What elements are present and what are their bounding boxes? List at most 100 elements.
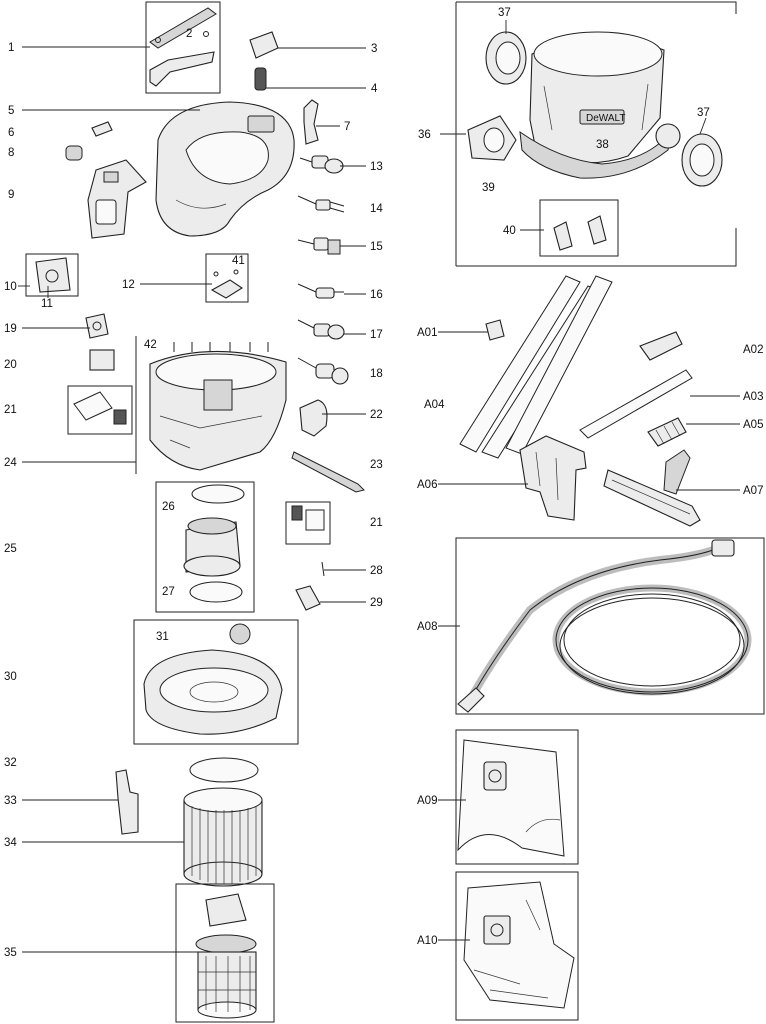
part-4-spring <box>254 67 267 91</box>
part-8-knob <box>65 145 83 161</box>
part-7-clip <box>303 99 319 145</box>
label-a05: A05 <box>743 419 763 431</box>
label-15: 15 <box>370 241 383 253</box>
part-1-handle-group <box>145 1 221 94</box>
accessory-a05-adapter <box>647 417 687 447</box>
part-12-box <box>205 253 249 303</box>
part-36-frame-bottom <box>456 228 737 267</box>
label-11: 11 <box>41 298 53 310</box>
part-10-fan <box>35 257 71 293</box>
label-29: 29 <box>370 597 383 609</box>
part-5-top-cover <box>155 101 295 237</box>
part-14-cord <box>297 195 345 213</box>
label-a07: A07 <box>743 485 763 497</box>
label-12: 12 <box>122 279 135 291</box>
part-35-box <box>175 883 275 1023</box>
label-14: 14 <box>370 203 383 215</box>
accessory-a07-floor-tool <box>603 449 701 527</box>
part-13-cord <box>299 155 344 174</box>
part-12-bracket <box>210 279 244 299</box>
label-9: 9 <box>8 189 14 201</box>
part-10-box <box>25 253 79 297</box>
label-a02: A02 <box>743 344 763 356</box>
part-17-cord <box>297 319 345 340</box>
label-30: 30 <box>4 671 17 683</box>
label-26: 26 <box>162 501 175 513</box>
label-6: 6 <box>8 127 14 139</box>
part-36-frame-top <box>456 1 737 14</box>
part-25-box <box>155 481 255 613</box>
label-3: 3 <box>371 43 377 55</box>
part-19 <box>85 313 109 339</box>
label-a06: A06 <box>417 479 437 491</box>
part-37-wheel-left <box>485 31 527 85</box>
accessory-a01-coupling <box>485 319 505 341</box>
handle-group-box <box>145 1 221 94</box>
part-25-motor <box>183 517 241 577</box>
label-40: 40 <box>503 225 516 237</box>
label-19: 19 <box>4 323 17 335</box>
label-37-left: 37 <box>498 7 511 19</box>
label-18: 18 <box>370 368 383 380</box>
part-21-box <box>67 385 133 435</box>
handle-base <box>149 51 215 87</box>
accessory-a03-wand <box>579 369 693 439</box>
label-a03: A03 <box>743 391 763 403</box>
accessory-a06-holder <box>519 435 587 521</box>
accessory-a10-box <box>455 871 579 1021</box>
label-8: 8 <box>8 147 14 159</box>
part-40-caster-a <box>553 221 573 251</box>
label-17: 17 <box>370 329 383 341</box>
part-22 <box>299 399 328 437</box>
label-a09: A09 <box>417 795 437 807</box>
label-5: 5 <box>8 105 14 117</box>
label-21-right: 21 <box>370 517 383 529</box>
part-6-switch <box>91 121 113 137</box>
label-31: 31 <box>156 631 169 643</box>
part-20 <box>89 349 115 371</box>
label-41: 41 <box>232 255 245 267</box>
label-20: 20 <box>4 359 17 371</box>
label-4: 4 <box>371 83 378 95</box>
part-16-cord <box>297 283 344 299</box>
label-35: 35 <box>4 947 17 959</box>
part-18-cord <box>297 357 349 385</box>
part-3-latch <box>249 31 279 59</box>
screws-row <box>173 342 269 352</box>
label-2: 2 <box>186 28 192 40</box>
part-27-ring <box>189 581 243 603</box>
label-1: 1 <box>8 42 14 54</box>
part-38-tank: DeWALT <box>519 31 681 179</box>
label-7: 7 <box>344 121 350 133</box>
label-a10: A10 <box>417 935 437 947</box>
part-29 <box>295 585 321 611</box>
part-21-right-box <box>285 501 331 545</box>
label-13: 13 <box>370 161 383 173</box>
part-40-box <box>539 199 619 257</box>
label-25: 25 <box>4 543 17 555</box>
brand-plate-text: DeWALT <box>586 113 625 124</box>
part-26-ring <box>191 484 245 504</box>
brand-plate <box>579 109 625 125</box>
label-42: 42 <box>144 339 157 351</box>
part-30-box <box>133 619 299 745</box>
part-37-wheel-right <box>681 133 723 187</box>
part-42-motor-base <box>149 350 287 471</box>
part-35-cage <box>195 893 257 1019</box>
part-15-cord <box>297 237 341 255</box>
label-38: 38 <box>596 139 609 151</box>
part-9-filter-housing <box>87 159 147 239</box>
label-24: 24 <box>4 457 17 469</box>
part-28-pin <box>321 561 325 577</box>
handle-grip <box>149 7 217 49</box>
part-40-caster-b <box>587 215 607 245</box>
label-21-left: 21 <box>4 404 17 416</box>
label-a04: A04 <box>424 399 445 411</box>
label-28: 28 <box>370 565 383 577</box>
accessory-a09-box <box>455 729 579 865</box>
label-27: 27 <box>162 586 175 598</box>
label-32: 32 <box>4 757 17 769</box>
label-33: 33 <box>4 795 17 807</box>
label-a01: A01 <box>417 327 437 339</box>
